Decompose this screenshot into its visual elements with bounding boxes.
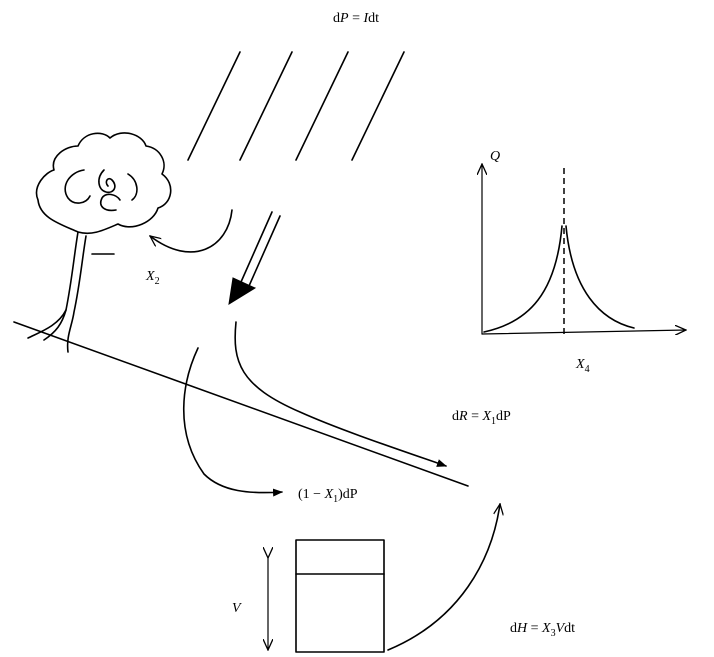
q-axis-label: Q — [490, 149, 500, 164]
rain-streak — [352, 52, 404, 160]
runoff-arrow — [235, 322, 446, 466]
interception-label-x2: X2 — [145, 269, 160, 287]
infiltration-equation: (1 − X1)dP — [298, 487, 358, 505]
tree-branch-swirl — [99, 170, 115, 192]
tree-trunk — [68, 236, 86, 352]
ground-slope-line — [14, 322, 468, 486]
hydrograph-curve-rising — [484, 226, 562, 332]
evaporation-equation: dH = X3Vdt — [510, 621, 575, 639]
tree-branch-swirl — [101, 194, 120, 210]
rain-streak — [240, 52, 292, 160]
x4-axis — [482, 330, 686, 334]
tank-outline — [296, 540, 384, 652]
evaporation-arrow — [388, 504, 500, 650]
tree-branch-swirl — [65, 170, 90, 203]
reservoir-tank — [296, 540, 384, 652]
rain-streaks — [188, 52, 404, 160]
infiltration-arrow — [184, 348, 282, 493]
rain-streak — [188, 52, 240, 160]
double-line-arrow — [229, 212, 280, 304]
tree-trunk — [44, 232, 78, 340]
unit-hydrograph-inset: Q X4 — [482, 149, 686, 375]
x4-label: X4 — [575, 357, 590, 375]
rain-equation: dP = Idt — [333, 11, 379, 26]
tree-canopy — [37, 133, 171, 233]
hydrograph-curve-falling — [566, 226, 634, 328]
rain-streak — [296, 52, 348, 160]
runoff-equation: dR = X1dP — [452, 409, 511, 427]
volume-label: V — [232, 601, 242, 616]
interception-arrow — [150, 210, 232, 252]
tree — [28, 133, 171, 352]
tree-branch-swirl — [128, 174, 137, 200]
